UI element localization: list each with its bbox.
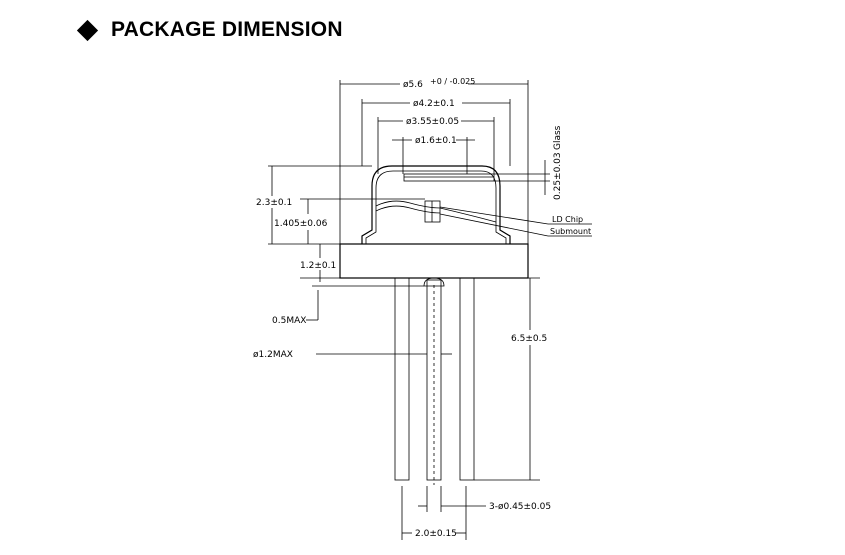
dim-pin-diam: 3-ø0.45±0.05 [489, 502, 551, 512]
dim-pin-pitch: 2.0±0.15 [415, 529, 457, 539]
glass-window [403, 173, 495, 182]
label-ld-chip: LD Chip [552, 215, 583, 224]
dim-cap-outer: ø5.6 [403, 80, 423, 90]
lead-left [394, 277, 410, 481]
dim-window-diam: ø3.55±0.05 [406, 117, 459, 127]
dim-glass-thickness: 0.25±0.03 [553, 152, 563, 200]
label-submount: Submount [550, 227, 591, 236]
dim-chip-height: 1.405±0.06 [274, 219, 328, 229]
dim-base-height: 1.2±0.1 [300, 261, 336, 271]
label-glass: Glass [553, 125, 563, 150]
dim-cap-height: 2.3±0.1 [256, 198, 292, 208]
submount-shape [375, 200, 497, 223]
cap-outline [361, 165, 511, 244]
section-title: PACKAGE DIMENSION [111, 18, 343, 41]
dim-lead-offset: 0.5MAX [272, 316, 306, 326]
dim-lead-length: 6.5±0.5 [511, 334, 547, 344]
dim-inner-diam: ø1.6±0.1 [415, 136, 457, 146]
ld-chip [424, 200, 441, 223]
cap-inner-outline [365, 170, 507, 244]
section-header: PACKAGE DIMENSION [76, 15, 343, 45]
lead-right [459, 277, 475, 481]
dim-flange-diam: ø4.2±0.1 [413, 99, 455, 109]
base-flange [339, 243, 529, 279]
dim-cap-outer-tol: +0 / -0.025 [430, 77, 475, 86]
dim-lead-diam: ø1.2MAX [253, 350, 293, 360]
